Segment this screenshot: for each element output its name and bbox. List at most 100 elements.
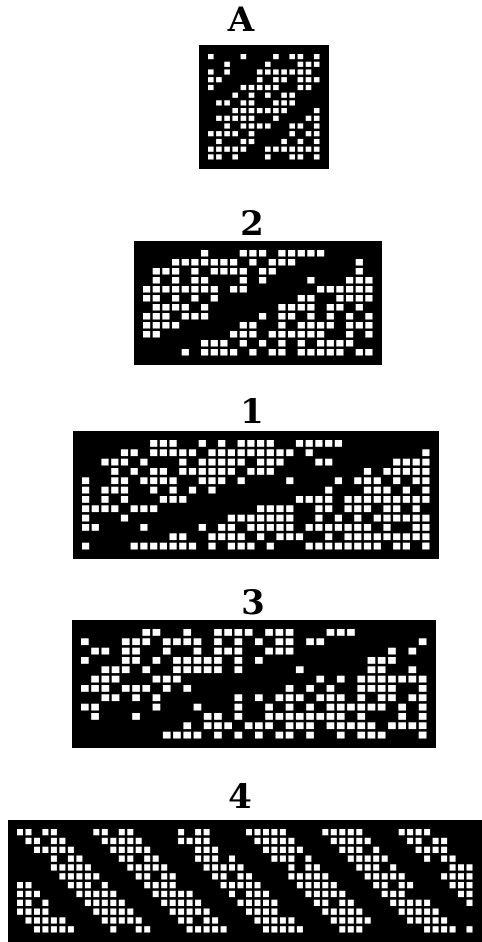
- weave-cell: [407, 917, 414, 924]
- weave-cell: [203, 657, 212, 664]
- label-3: 3: [241, 583, 265, 623]
- weave-cell: [237, 899, 244, 906]
- weave-cell: [81, 657, 89, 664]
- weave-cell: [159, 468, 167, 475]
- weave-cell: [248, 123, 255, 129]
- weave-cell: [186, 926, 193, 933]
- weave-cell: [289, 54, 295, 60]
- weave-cell: [263, 908, 269, 915]
- weave-cell: [281, 146, 287, 152]
- weave-cell: [232, 146, 238, 152]
- weave-cell: [271, 837, 278, 845]
- weave-cell: [249, 259, 257, 266]
- weave-cell: [152, 313, 160, 320]
- weave-cell: [91, 505, 99, 513]
- weave-cell: [186, 890, 193, 898]
- weave-cell: [67, 855, 74, 862]
- weave-cell: [408, 675, 417, 683]
- weave-cell: [363, 524, 372, 531]
- weave-cell: [183, 731, 192, 739]
- weave-cell: [377, 666, 386, 674]
- weave-cell: [101, 675, 110, 683]
- weave-cell: [316, 713, 325, 720]
- weave-cell: [127, 864, 134, 871]
- weave-cell: [203, 926, 210, 933]
- weave-cell: [234, 694, 243, 702]
- weave-grid-1: [82, 440, 430, 550]
- weave-cell: [50, 926, 57, 933]
- weave-cell: [50, 855, 57, 862]
- weave-cell: [355, 295, 363, 302]
- weave-cell: [239, 250, 247, 257]
- weave-cell: [326, 349, 334, 356]
- weave-cell: [186, 837, 193, 845]
- weave-cell: [383, 533, 391, 541]
- weave-cell: [275, 629, 284, 636]
- weave-cell: [297, 77, 304, 83]
- weave-cell: [286, 533, 294, 541]
- weave-cell: [317, 250, 325, 257]
- weave-cell: [306, 703, 314, 711]
- weave-cell: [265, 61, 271, 67]
- weave-cell: [25, 882, 32, 889]
- weave-cell: [297, 331, 305, 338]
- weave-cell: [305, 77, 312, 83]
- weave-cell: [173, 731, 181, 739]
- weave-cell: [268, 349, 276, 356]
- weave-cell: [203, 722, 212, 730]
- weave-cell: [195, 837, 202, 845]
- weave-cell: [305, 496, 313, 503]
- weave-cell: [130, 542, 138, 550]
- weave-cell: [276, 524, 284, 531]
- weave-cell: [390, 899, 397, 906]
- weave-cell: [34, 926, 40, 933]
- weave-cell: [162, 638, 171, 646]
- weave-cell: [162, 286, 170, 293]
- weave-cell: [247, 440, 255, 447]
- weave-cell: [255, 731, 263, 739]
- weave-grid-a: [208, 54, 320, 160]
- weave-cell: [118, 855, 125, 862]
- weave-cell: [326, 304, 334, 311]
- weave-cell: [208, 131, 214, 137]
- weave-cell: [212, 864, 219, 871]
- weave-cell: [67, 846, 74, 853]
- weave-cell: [441, 917, 448, 924]
- weave-cell: [339, 917, 346, 924]
- weave-cell: [347, 926, 354, 933]
- weave-cell: [266, 440, 274, 447]
- weave-cell: [220, 259, 228, 266]
- weave-cell: [383, 505, 391, 513]
- weave-cell: [326, 713, 335, 720]
- weave-cell: [237, 514, 245, 522]
- weave-cell: [120, 514, 129, 522]
- weave-cell: [42, 829, 49, 836]
- weave-cell: [317, 286, 325, 293]
- weave-cell: [286, 449, 294, 457]
- weave-cell: [224, 100, 230, 106]
- weave-cell: [305, 131, 312, 137]
- weave-cell: [357, 685, 366, 692]
- weave-cell: [59, 926, 66, 933]
- weave-cell: [216, 100, 222, 106]
- weave-cell: [101, 908, 108, 915]
- weave-cell: [76, 873, 83, 880]
- weave-cell: [161, 890, 168, 898]
- weave-cell: [181, 259, 189, 266]
- weave-cell: [224, 69, 230, 75]
- weave-cell: [424, 855, 431, 862]
- weave-cell: [249, 250, 257, 257]
- weave-cell: [214, 713, 222, 720]
- weave-cell: [346, 295, 354, 302]
- weave-cell: [402, 533, 410, 541]
- weave-cell: [275, 694, 284, 702]
- weave-cell: [422, 477, 430, 485]
- weave-cell: [254, 837, 261, 845]
- weave-cell: [367, 731, 376, 739]
- weave-cell: [316, 694, 325, 702]
- weave-cell: [398, 908, 405, 915]
- weave-cell: [296, 846, 303, 853]
- weave-cell: [152, 864, 159, 871]
- weave-cell: [412, 458, 420, 466]
- weave-cell: [365, 322, 373, 329]
